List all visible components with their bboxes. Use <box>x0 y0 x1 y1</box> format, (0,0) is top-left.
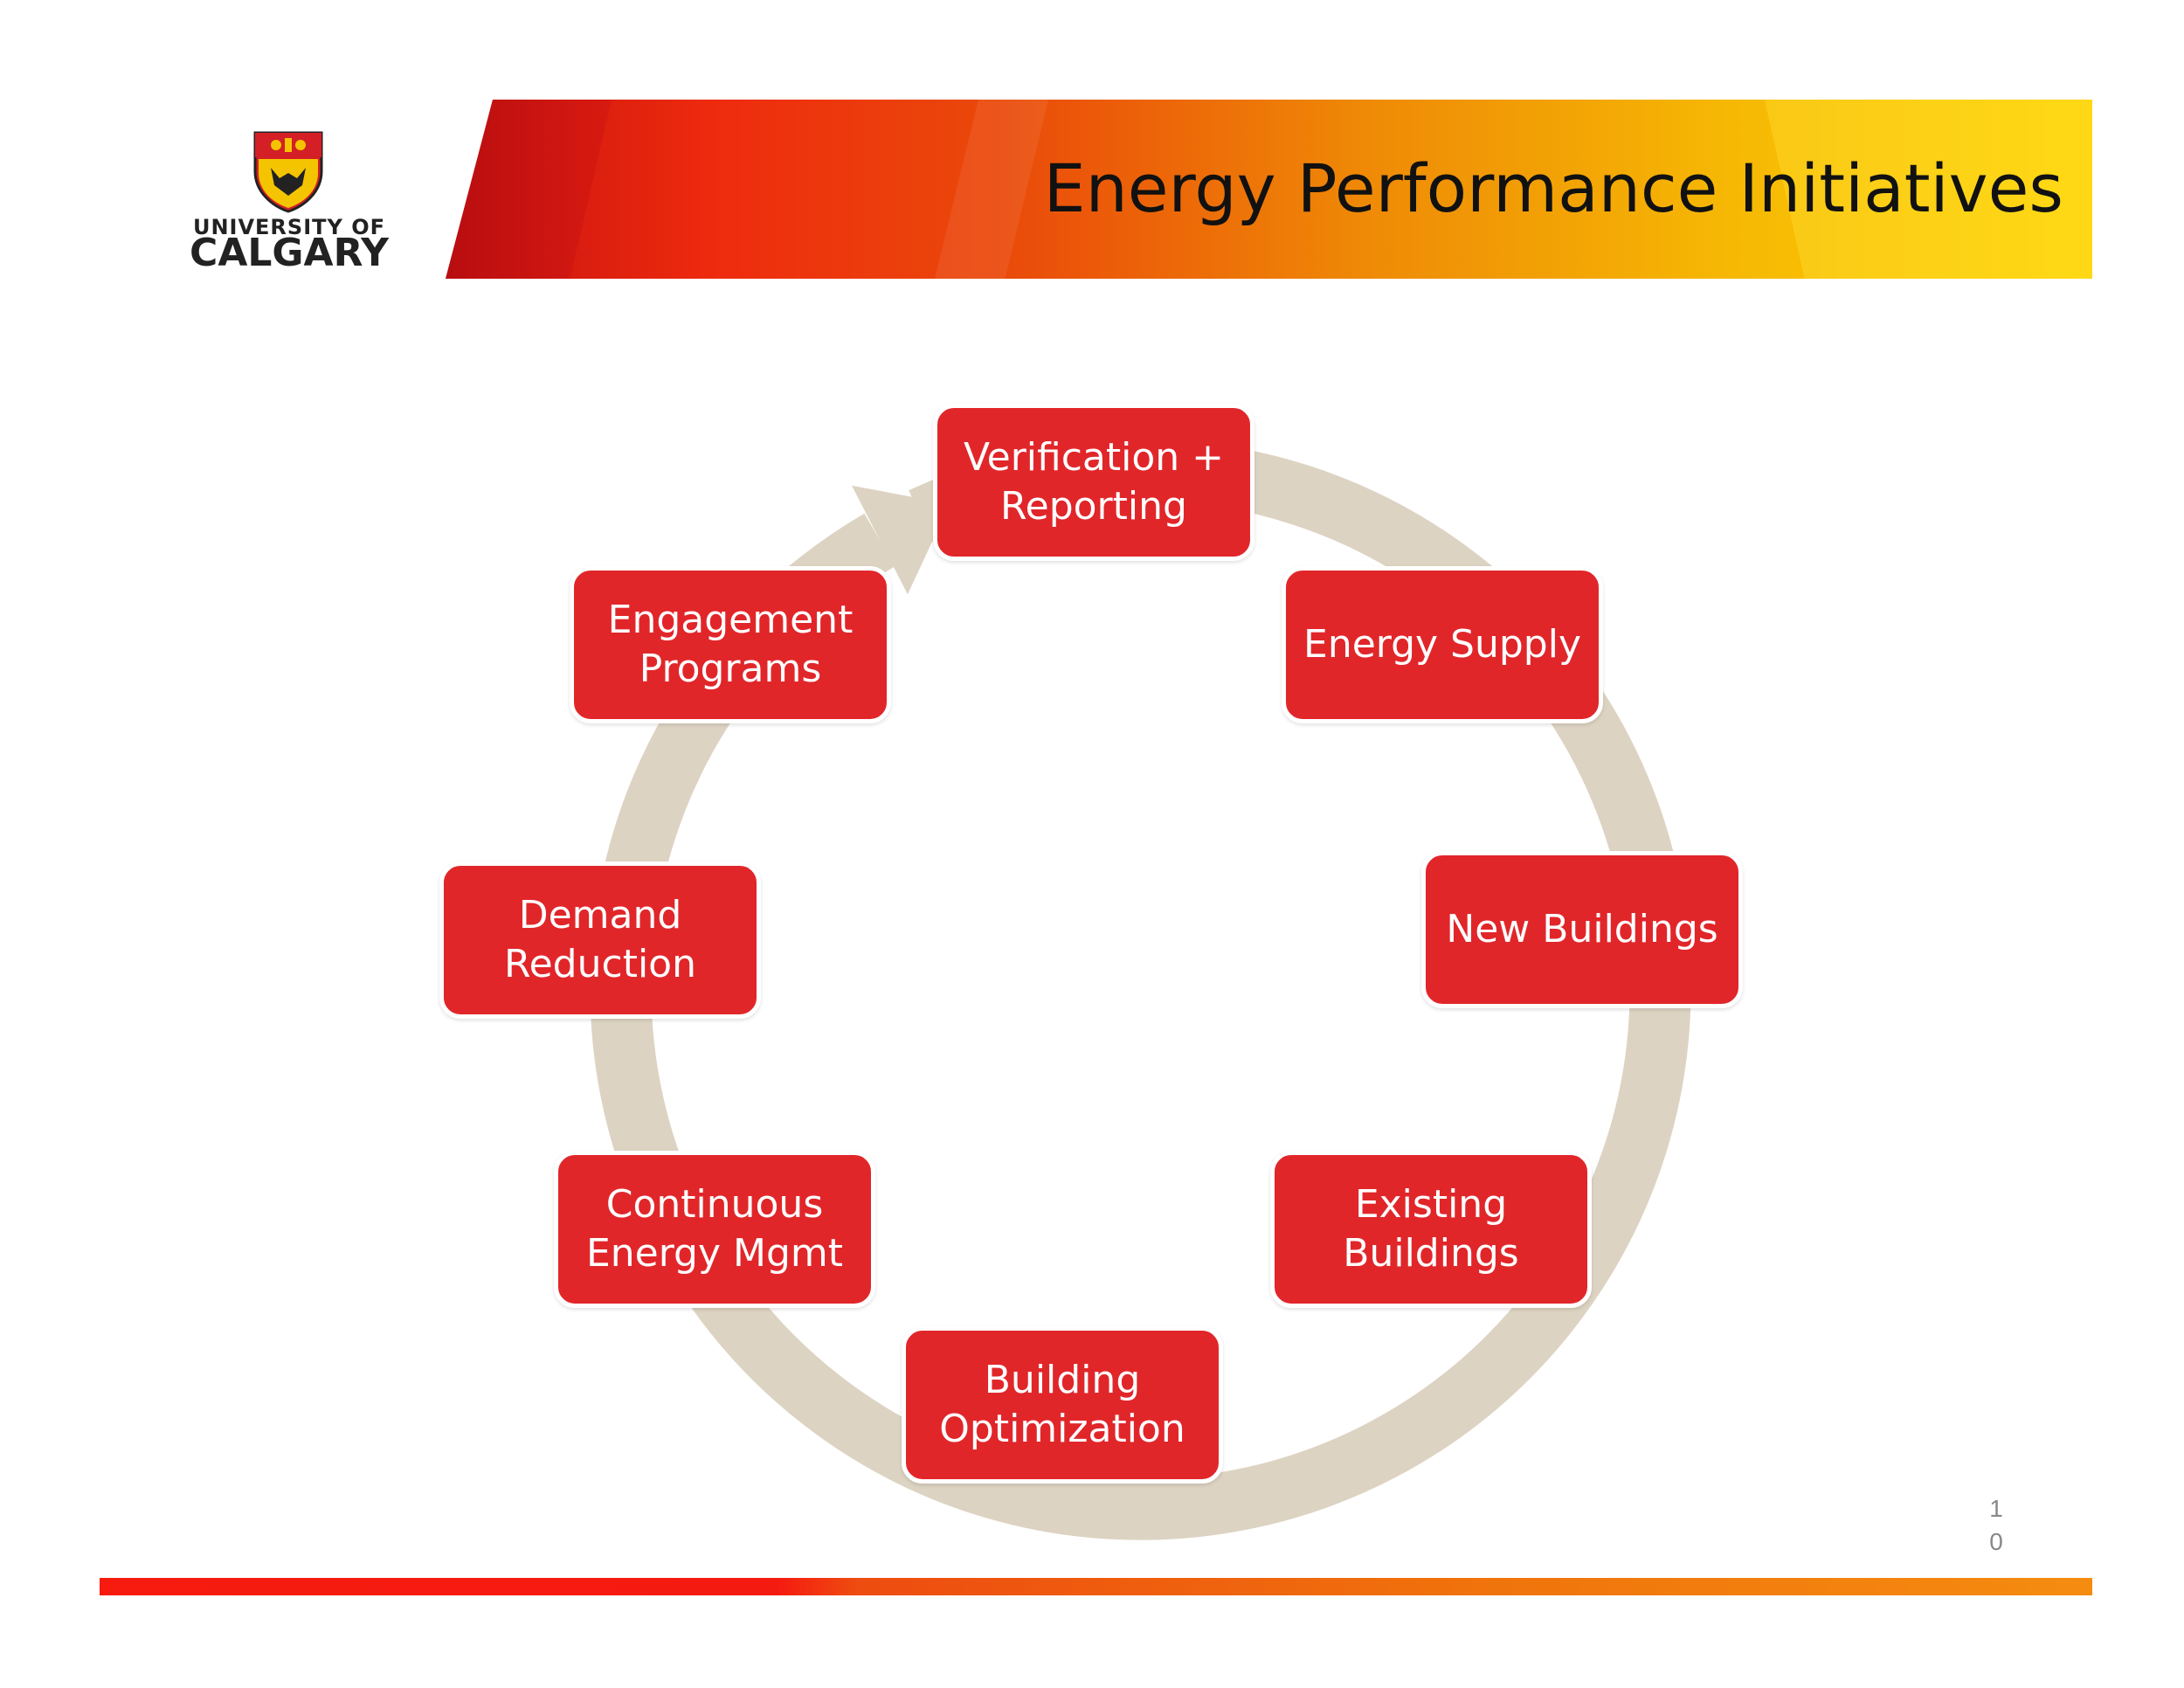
node-building-optimization: Building Optimization <box>902 1326 1223 1484</box>
node-existing-buildings: Existing Buildings <box>1270 1151 1592 1308</box>
logo-line-2: CALGARY <box>190 231 389 275</box>
node-label: Energy Supply <box>1303 622 1581 667</box>
node-energy-supply: Energy Supply <box>1282 566 1603 723</box>
node-label: Verification + Reporting <box>963 435 1225 529</box>
node-label: Existing Buildings <box>1343 1182 1519 1276</box>
node-demand-reduction: Demand Reduction <box>439 861 761 1019</box>
page-number: 1 0 <box>1989 1495 2003 1555</box>
banner-facet <box>1765 100 2092 279</box>
logo-line-1: UNIVERSITY OF <box>192 215 386 239</box>
node-continuous-energy-mgmt: Continuous Energy Mgmt <box>554 1151 875 1308</box>
node-label: Continuous Energy Mgmt <box>585 1182 844 1276</box>
university-logo: UNIVERSITY OF CALGARY <box>175 122 402 280</box>
node-label: Building Optimization <box>939 1358 1185 1451</box>
header-banner <box>446 100 2092 279</box>
footer-bar <box>100 1578 2092 1595</box>
node-new-buildings: New Buildings <box>1421 851 1743 1008</box>
node-verification-reporting: Verification + Reporting <box>933 404 1254 561</box>
node-label: New Buildings <box>1446 907 1718 951</box>
cycle-arrowhead <box>852 485 950 595</box>
crest-icon <box>253 131 323 213</box>
node-engagement-programs: Engagement Programs <box>570 566 891 723</box>
node-label: Demand Reduction <box>504 893 696 986</box>
slide-title: Energy Performance Initiatives <box>1043 149 2063 227</box>
node-label: Engagement Programs <box>607 598 854 691</box>
